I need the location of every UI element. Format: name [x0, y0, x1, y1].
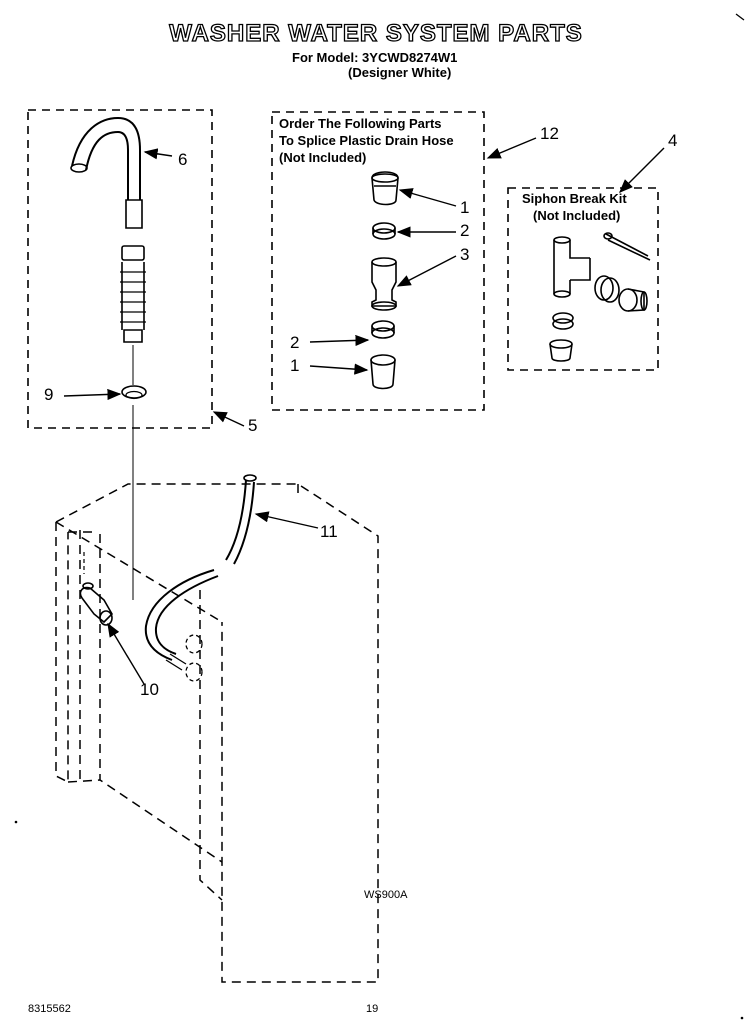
splice-box-label-3: (Not Included): [279, 150, 367, 165]
margin-speck: [14, 820, 18, 824]
callout-4: 4: [668, 131, 678, 150]
splice-box-label-2: To Splice Plastic Drain Hose: [279, 133, 454, 148]
page-title: WASHER WATER SYSTEM PARTS: [169, 19, 583, 47]
splice-coupling: [371, 257, 397, 311]
fill-hose: [144, 474, 257, 671]
siphon-break-kit-box: [507, 187, 659, 371]
model-number: For Model: 3YCWD8274W1: [292, 50, 458, 65]
document-number: 8315562: [28, 1003, 71, 1015]
drain-outlet: [79, 552, 113, 626]
callout-5: 5: [248, 416, 258, 435]
drain-hose-assembly-box: [27, 109, 213, 429]
diagram-code: WS900A: [364, 889, 408, 901]
washer-cabinet: [55, 483, 379, 983]
model-variant: (Designer White): [348, 65, 452, 80]
callout-1-top: 1: [460, 198, 470, 217]
callout-3: 3: [460, 245, 470, 264]
water-inlet-ports: [185, 634, 203, 682]
siphon-connector: [618, 288, 648, 312]
splice-parts-box: [271, 111, 485, 411]
siphon-box-label-2: (Not Included): [533, 208, 621, 223]
siphon-cap: [549, 339, 573, 362]
callout-1-bottom: 1: [290, 356, 300, 375]
splice-connector-top: [371, 171, 399, 206]
splice-clamp-top: [372, 222, 396, 240]
siphon-box-label-1: Siphon Break Kit: [522, 191, 627, 206]
splice-clamp-bottom: [371, 320, 395, 339]
corrugated-drain-hose: [120, 245, 146, 343]
callout-9: 9: [44, 385, 54, 404]
margin-speck: [740, 1016, 744, 1020]
drain-hose-hook: [70, 116, 143, 229]
callout-2-top: 2: [460, 221, 470, 240]
callout-11: 11: [320, 522, 338, 541]
siphon-clamp: [594, 275, 620, 303]
siphon-small-clamp: [552, 312, 574, 330]
page-number: 19: [366, 1003, 379, 1015]
callout-6: 6: [178, 150, 188, 169]
callout-12: 12: [540, 124, 559, 143]
siphon-tie-strap: [603, 232, 651, 261]
hose-clamp: [121, 385, 147, 400]
siphon-tee: [553, 236, 591, 298]
splice-box-label-1: Order The Following Parts: [279, 116, 442, 131]
callout-2-bottom: 2: [290, 333, 300, 352]
callout-10: 10: [140, 680, 159, 699]
splice-connector-bottom: [370, 354, 396, 390]
